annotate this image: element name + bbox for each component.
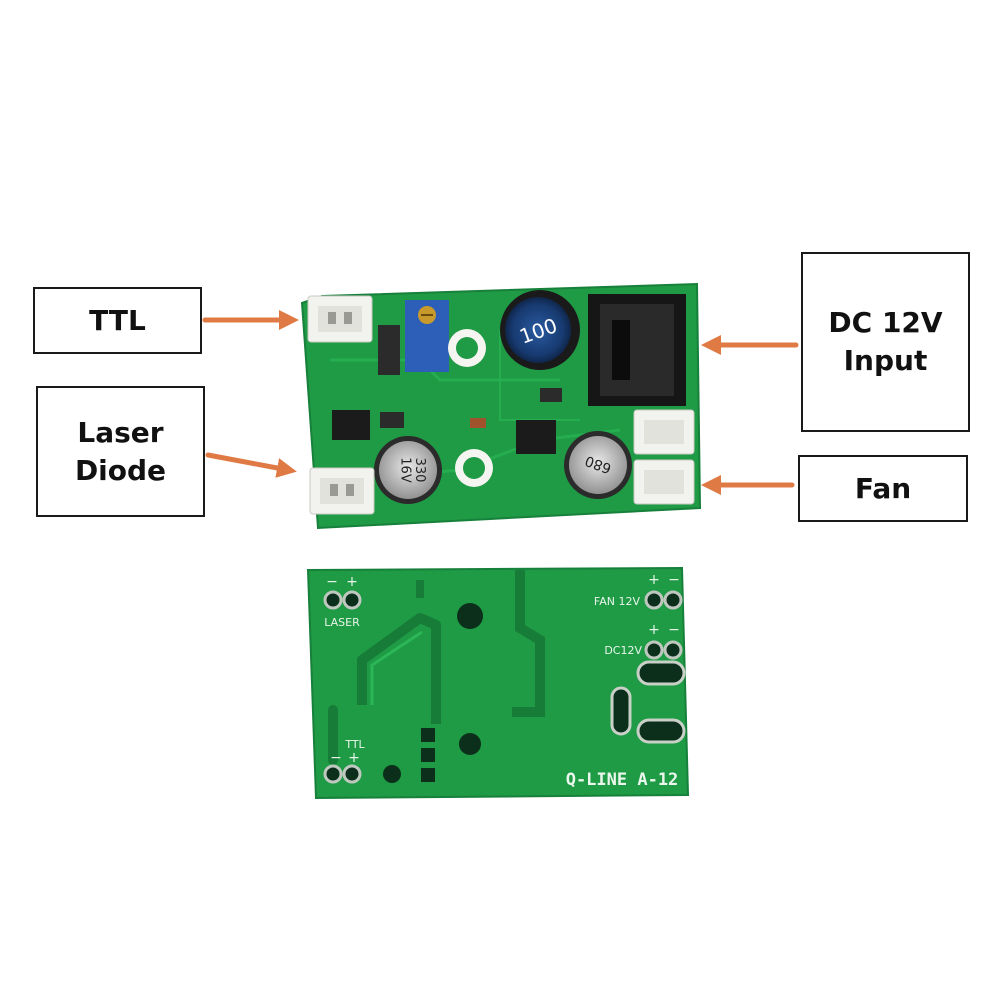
fan-silkscreen-label: FAN 12V (594, 595, 641, 608)
laser-diode-label-box: Laser Diode (36, 386, 205, 517)
laser-diode-label: Laser Diode (74, 415, 167, 487)
dc-plus-label: + (648, 622, 660, 638)
ttl-minus-label: − (330, 750, 342, 766)
ttl-silkscreen-label: TTL (344, 738, 365, 751)
ttl-label-box: TTL (33, 287, 202, 354)
ttl-pads (323, 764, 362, 784)
mounting-hole (448, 329, 486, 367)
fan-label-box: Fan (798, 455, 968, 522)
laser-minus-label: − (326, 574, 338, 590)
fan-pads (644, 590, 683, 610)
pcb-front: 100 33016V 680 (300, 282, 702, 530)
dc-input-label: DC 12V Input (828, 306, 943, 377)
diode (470, 418, 486, 428)
fan-connector (633, 459, 695, 505)
ttl-plus-label: + (348, 750, 360, 766)
laser-silkscreen-label: LASER (324, 616, 360, 629)
ic-chip (516, 420, 556, 454)
trimmer-potentiometer (405, 300, 449, 372)
dc-input-label-box: DC 12V Input (801, 252, 970, 432)
fan-label: Fan (854, 471, 912, 505)
ic-chip (332, 410, 370, 440)
dc-pads (644, 640, 683, 660)
aux-connector (633, 409, 695, 455)
fan-plus-label: + (648, 572, 660, 588)
laser-pads (323, 590, 362, 610)
mounting-hole (455, 449, 493, 487)
resistor (378, 325, 400, 375)
capacitor-330uf: 33016V (374, 436, 442, 504)
ttl-label: TTL (89, 303, 146, 337)
model-number: Q-LINE A-12 (566, 770, 679, 790)
laser-plus-label: + (346, 574, 358, 590)
smd-component (380, 412, 404, 428)
pcb-back: − + LASER + − FAN 12V + − DC12V TTL − + … (306, 566, 690, 800)
via-pad (457, 603, 483, 629)
via-pad (459, 733, 481, 755)
via-pad (383, 765, 401, 783)
inductor: 100 (500, 290, 580, 370)
capacitor-680uf: 680 (564, 431, 632, 499)
dc-minus-label: − (668, 622, 680, 638)
laser-connector (309, 467, 375, 515)
smd-component (540, 388, 562, 402)
laser-diode-arrow (205, 452, 297, 478)
cap-left-marking: 33016V (398, 457, 427, 483)
ttl-connector (307, 295, 373, 343)
dc-jack (588, 294, 686, 406)
fan-minus-label: − (668, 572, 680, 588)
dc-silkscreen-label: DC12V (604, 644, 642, 657)
